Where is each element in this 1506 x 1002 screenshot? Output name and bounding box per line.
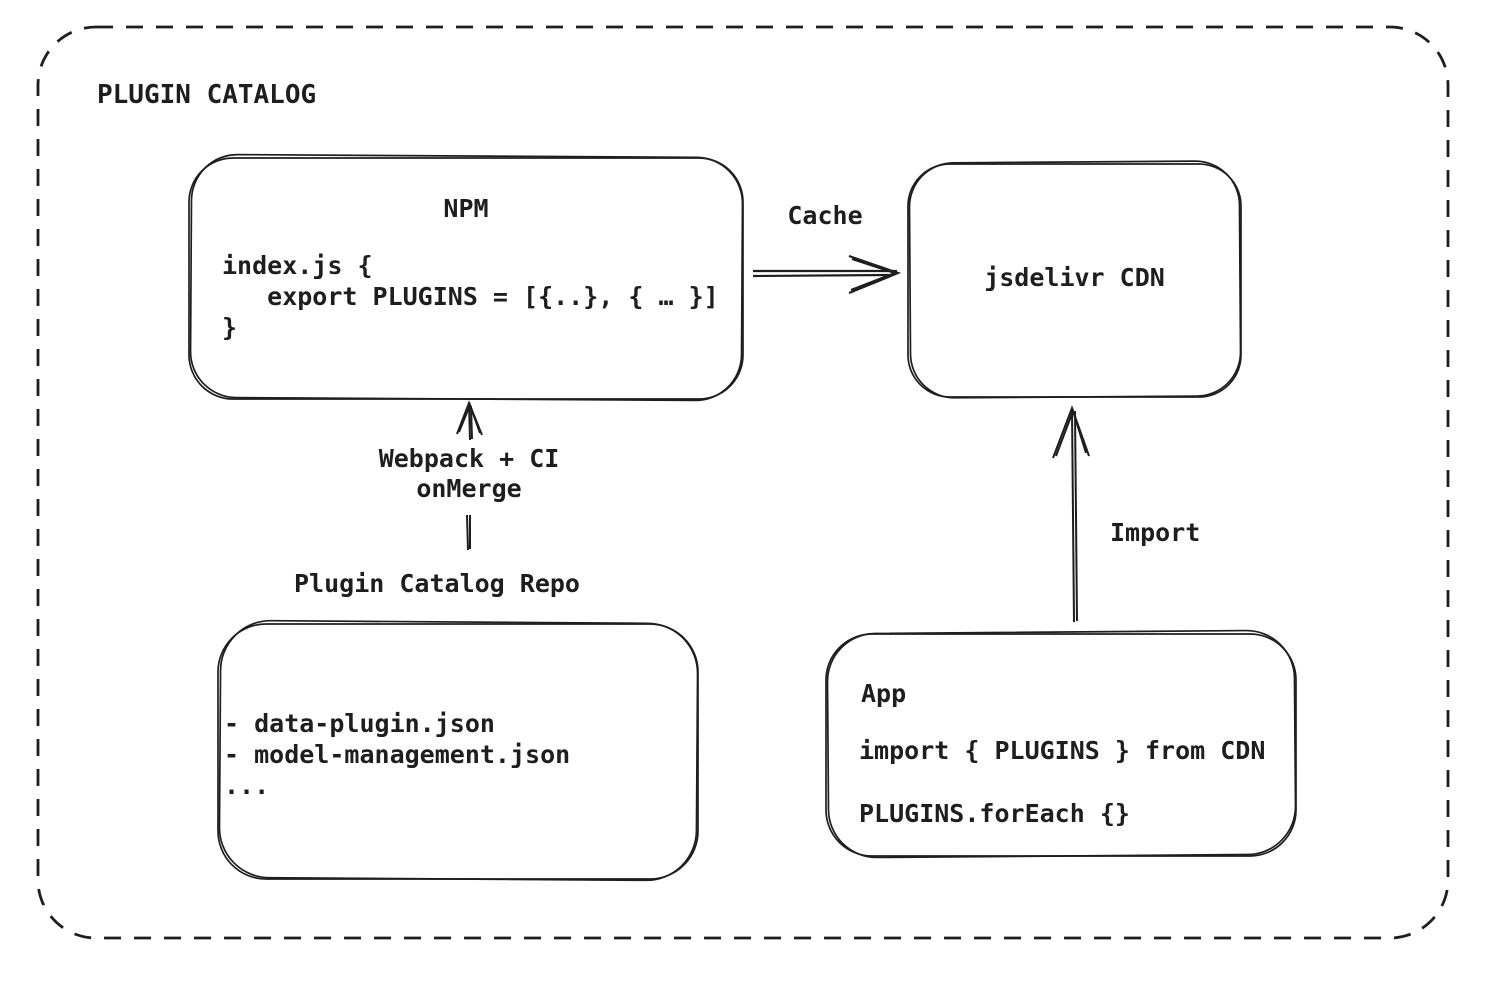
build-arrow-label-line1: Webpack + CI (378, 444, 560, 473)
npm-code-line-1: index.js { (222, 251, 373, 280)
npm-box-title: NPM (443, 194, 489, 223)
app-box-outline (825, 629, 1297, 859)
build-arrow-label-line2: onMerge (416, 474, 522, 503)
cdn-box-label: jsdelivr CDN (984, 263, 1165, 292)
app-box-title: App (861, 679, 907, 708)
build-connector-tick (466, 514, 471, 551)
repo-item-3: ... (224, 771, 270, 800)
import-arrow-label: Import (1110, 518, 1201, 547)
cdn-box-outline (907, 160, 1242, 399)
npm-box-outline (188, 153, 744, 402)
build-arrow (456, 400, 483, 441)
repo-item-2: - model-management.json (224, 740, 571, 769)
npm-code-line-3: } (222, 313, 238, 342)
repo-box-label: Plugin Catalog Repo (294, 569, 580, 598)
outer-dashed-border (36, 25, 1450, 940)
app-code-line-1: import { PLUGINS } from CDN (859, 736, 1266, 765)
npm-code-line-2: export PLUGINS = [{..}, { … }] (222, 282, 719, 311)
cache-arrow (752, 254, 902, 295)
repo-box-outline (217, 619, 699, 882)
import-arrow (1052, 405, 1090, 623)
cache-arrow-label: Cache (787, 201, 863, 230)
repo-item-1: - data-plugin.json (224, 709, 495, 738)
app-code-line-2: PLUGINS.forEach {} (859, 799, 1130, 828)
diagram-title: PLUGIN CATALOG (97, 80, 317, 110)
